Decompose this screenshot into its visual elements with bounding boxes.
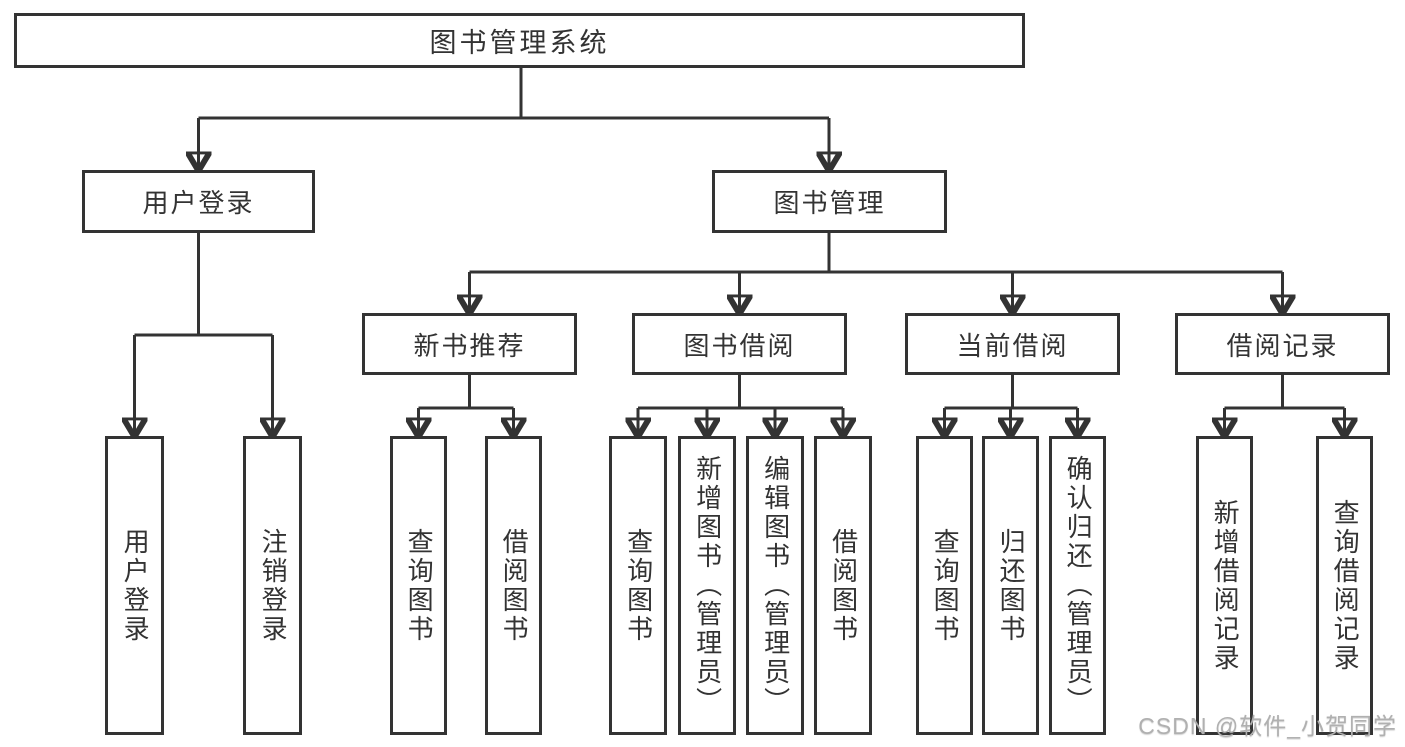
leaf-borrow-books-recommend-label: 借阅图书	[499, 527, 530, 644]
leaf-user-login: 用户登录	[105, 436, 164, 735]
node-current-borrowing: 当前借阅	[905, 313, 1120, 375]
leaf-query-books-recommend-label: 查询图书	[404, 527, 435, 644]
leaf-borrow-books-borrow: 借阅图书	[814, 436, 872, 735]
leaf-add-books-admin-label: 新增图书（管理员）	[692, 455, 723, 716]
node-current-borrowing-label: 当前借阅	[956, 330, 1069, 361]
csdn-watermark: CSDN @软件_小贺同学	[1138, 713, 1397, 739]
leaf-query-books-borrow: 查询图书	[609, 436, 667, 735]
node-book-management: 图书管理	[712, 170, 947, 233]
leaf-return-books-label: 归还图书	[996, 527, 1027, 644]
node-user-login: 用户登录	[82, 170, 315, 233]
leaf-confirm-return-admin-label: 确认归还（管理员）	[1063, 455, 1094, 716]
leaf-logout-login: 注销登录	[243, 436, 302, 735]
node-borrowing-records-label: 借阅记录	[1226, 330, 1339, 361]
node-library-system: 图书管理系统	[14, 13, 1025, 68]
leaf-query-borrow-record: 查询借阅记录	[1316, 436, 1373, 735]
leaf-return-books: 归还图书	[982, 436, 1039, 735]
node-book-management-label: 图书管理	[773, 188, 886, 218]
leaf-query-books-borrow-label: 查询图书	[623, 527, 654, 644]
node-user-login-label: 用户登录	[142, 188, 255, 218]
leaf-query-books-current-label: 查询图书	[930, 527, 961, 644]
leaf-confirm-return-admin: 确认归还（管理员）	[1049, 436, 1106, 735]
node-new-book-recommendation-label: 新书推荐	[413, 330, 526, 361]
node-book-borrowing: 图书借阅	[632, 313, 847, 375]
leaf-query-books-recommend: 查询图书	[390, 436, 447, 735]
leaf-logout-login-label: 注销登录	[258, 527, 289, 644]
leaf-edit-books-admin: 编辑图书（管理员）	[746, 436, 804, 735]
leaf-edit-books-admin-label: 编辑图书（管理员）	[760, 455, 791, 716]
leaf-add-books-admin: 新增图书（管理员）	[678, 436, 736, 735]
node-book-borrowing-label: 图书借阅	[683, 330, 796, 361]
node-new-book-recommendation: 新书推荐	[362, 313, 577, 375]
leaf-borrow-books-recommend: 借阅图书	[485, 436, 542, 735]
node-library-system-label: 图书管理系统	[429, 28, 610, 58]
leaf-borrow-books-borrow-label: 借阅图书	[828, 527, 859, 644]
leaf-add-borrow-record: 新增借阅记录	[1196, 436, 1253, 735]
node-borrowing-records: 借阅记录	[1175, 313, 1390, 375]
leaf-add-borrow-record-label: 新增借阅记录	[1210, 498, 1241, 673]
leaf-query-books-current: 查询图书	[916, 436, 973, 735]
leaf-query-borrow-record-label: 查询借阅记录	[1330, 498, 1361, 673]
leaf-user-login-label: 用户登录	[120, 527, 151, 644]
